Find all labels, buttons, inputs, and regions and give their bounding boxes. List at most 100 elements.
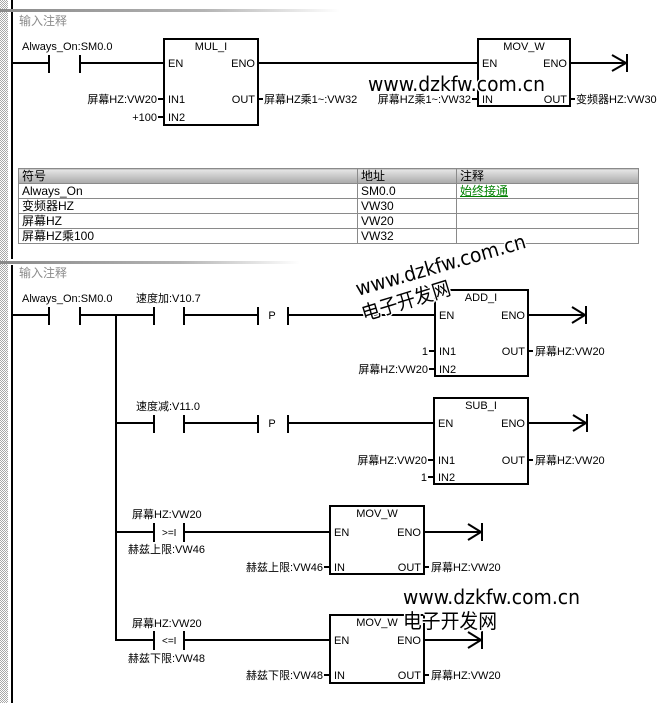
contact-speed-up[interactable] xyxy=(153,307,185,325)
in-operand[interactable]: 赫兹上限:VW46 xyxy=(246,561,323,574)
symbol-cell: Always_On xyxy=(18,183,358,199)
pin-en: EN xyxy=(334,527,349,539)
out-operand[interactable]: 屏幕HZ乘1~:VW32 xyxy=(264,92,357,106)
network-1: 输入注释 Always_On:SM0.0 MUL_I EN ENO IN1 OU… xyxy=(11,12,657,259)
box-frame xyxy=(434,289,529,377)
column-header-comment[interactable]: 注释 xyxy=(456,168,639,184)
box-title: ADD_I xyxy=(465,292,497,304)
contact-operand-label: Always_On:SM0.0 xyxy=(22,41,112,53)
pin-eno: ENO xyxy=(501,310,525,322)
contact-speed-down[interactable] xyxy=(153,415,185,433)
box-frame xyxy=(163,38,259,126)
power-rail xyxy=(11,12,13,259)
box-frame xyxy=(433,397,529,485)
pin-out: OUT xyxy=(502,346,526,358)
pin-en: EN xyxy=(334,635,349,647)
contact-left-bar xyxy=(257,415,259,433)
pin-in: IN xyxy=(334,670,345,682)
mov-w-box[interactable]: MOV_W EN ENO IN OUT xyxy=(329,614,425,684)
contact-always-on[interactable] xyxy=(48,307,81,325)
contact-right-bar xyxy=(183,631,185,650)
symbol-table-header: 符号 地址 注释 xyxy=(18,168,639,184)
pin-out: OUT xyxy=(502,455,526,467)
address-cell: VW30 xyxy=(357,198,457,214)
network-separator xyxy=(0,9,340,12)
in2-constant[interactable]: 1 xyxy=(421,472,427,484)
box-frame xyxy=(329,505,425,575)
contact-right-bar xyxy=(79,55,81,73)
compare-operator: >=I xyxy=(162,528,176,539)
in2-constant[interactable]: +100 xyxy=(132,112,157,124)
in1-constant[interactable]: 1 xyxy=(422,346,428,358)
in1-operand[interactable]: 屏幕HZ:VW20 xyxy=(357,453,427,467)
box-title: MOV_W xyxy=(356,617,398,629)
power-rail-previous xyxy=(11,0,13,9)
pin-out: OUT xyxy=(398,670,422,682)
out-operand[interactable]: 屏幕HZ:VW20 xyxy=(431,560,501,574)
contact-left-bar xyxy=(48,307,50,325)
network-2: 输入注释 Always_On:SM0.0 速度加:V10.7 xyxy=(11,265,605,703)
contact-right-bar xyxy=(183,523,185,542)
box-title: MUL_I xyxy=(195,41,227,53)
table-row[interactable]: 屏幕HZ VW20 xyxy=(18,213,639,229)
pin-stubs xyxy=(158,98,263,118)
in2-operand[interactable]: 屏幕HZ:VW20 xyxy=(358,362,428,376)
positive-edge-contact[interactable]: P xyxy=(257,415,289,433)
branch-lower-limit: 屏幕HZ:VW20 <=I 赫兹下限:VW48 MOV_W EN ENO IN … xyxy=(116,614,501,684)
table-row[interactable]: 变频器HZ VW30 xyxy=(18,198,639,214)
out-operand[interactable]: 屏幕HZ:VW20 xyxy=(535,453,605,467)
table-row[interactable]: Always_On SM0.0 始终接通 xyxy=(18,183,639,199)
pin-stubs xyxy=(428,459,533,478)
eno-output-arrow-icon xyxy=(529,306,587,324)
branch-wire xyxy=(115,315,117,641)
address-cell: SM0.0 xyxy=(357,183,457,199)
power-rail xyxy=(11,265,13,703)
in-operand[interactable]: 赫兹下限:VW48 xyxy=(246,669,323,682)
compare-contact-ge[interactable]: >=I xyxy=(153,523,185,542)
pin-in: IN xyxy=(334,562,345,574)
address-cell: VW20 xyxy=(357,213,457,229)
table-row[interactable]: 屏幕HZ乘100 VW32 xyxy=(18,228,639,244)
mov-w-box[interactable]: MOV_W EN ENO IN OUT xyxy=(329,505,425,575)
mul-i-box[interactable]: MUL_I EN ENO IN1 OUT IN2 xyxy=(163,38,259,126)
out-operand[interactable]: 变频器HZ:VW30 xyxy=(576,92,657,106)
compare-in2-label: 赫兹下限:VW48 xyxy=(128,652,205,665)
pin-in2: IN2 xyxy=(438,472,455,484)
column-header-symbol[interactable]: 符号 xyxy=(18,168,358,184)
pin-eno: ENO xyxy=(397,527,421,539)
column-header-address[interactable]: 地址 xyxy=(357,168,457,184)
add-i-box[interactable]: ADD_I EN ENO IN1 OUT IN2 xyxy=(434,289,529,377)
symbol-table: 符号 地址 注释 Always_On SM0.0 始终接通 变频器HZ VW30… xyxy=(18,168,639,244)
contact-left-bar xyxy=(153,415,155,433)
symbol-cell: 屏幕HZ乘100 xyxy=(18,228,358,244)
pin-eno: ENO xyxy=(231,58,255,70)
edge-label: P xyxy=(268,310,275,322)
pin-in1: IN1 xyxy=(439,346,456,358)
sub-i-box[interactable]: SUB_I EN ENO IN1 OUT IN2 xyxy=(433,397,529,485)
network-comment[interactable]: 输入注释 xyxy=(19,265,67,280)
out-operand[interactable]: 屏幕HZ:VW20 xyxy=(535,344,605,358)
contact-right-bar xyxy=(183,307,185,325)
positive-edge-contact[interactable]: P xyxy=(257,307,289,325)
eno-output-arrow-icon xyxy=(529,414,588,432)
mov-w-box[interactable]: MOV_W EN ENO IN OUT xyxy=(477,38,571,107)
branch-upper-limit: 屏幕HZ:VW20 >=I 赫兹上限:VW46 MOV_W EN ENO IN … xyxy=(116,505,501,575)
box-frame xyxy=(477,38,571,107)
contact-left-bar xyxy=(153,307,155,325)
comment-cell xyxy=(456,198,639,214)
left-gutter xyxy=(0,0,8,703)
pin-in2: IN2 xyxy=(168,112,185,124)
contact-always-on[interactable] xyxy=(48,55,81,73)
in1-operand[interactable]: 屏幕HZ:VW20 xyxy=(87,92,157,106)
out-operand[interactable]: 屏幕HZ:VW20 xyxy=(431,668,501,682)
in-operand[interactable]: 屏幕HZ乘1~:VW32 xyxy=(378,92,471,106)
pin-in: IN xyxy=(482,94,493,106)
compare-contact-le[interactable]: <=I xyxy=(153,631,185,650)
comment-cell xyxy=(456,228,639,244)
compare-in1-label: 屏幕HZ:VW20 xyxy=(132,507,202,521)
network-comment[interactable]: 输入注释 xyxy=(19,13,67,28)
branch-speed-down: 速度减:V11.0 P SUB_I EN ENO IN1 xyxy=(116,397,605,485)
contact-left-bar xyxy=(48,55,50,73)
